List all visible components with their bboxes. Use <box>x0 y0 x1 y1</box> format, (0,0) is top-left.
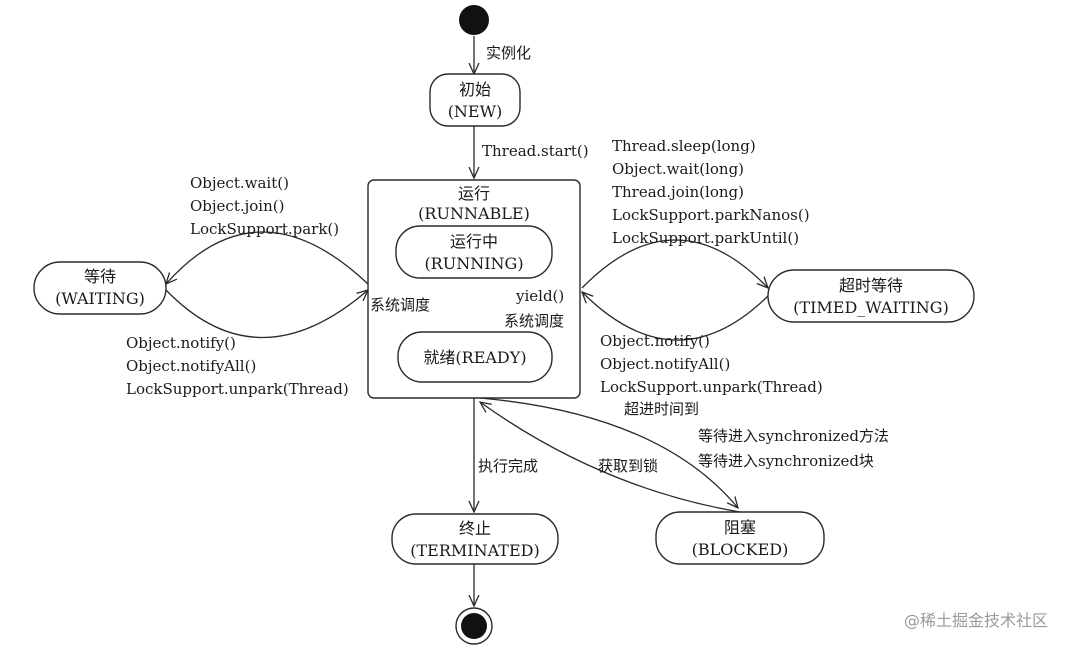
label-start: Thread.start() <box>482 142 589 160</box>
label-from-waiting-2: Object.notifyAll() <box>126 357 256 375</box>
node-runnable-subtitle: (RUNNABLE) <box>418 204 530 223</box>
initial-state-dot <box>459 5 489 35</box>
label-to-waiting-3: LockSupport.park() <box>190 220 339 238</box>
node-timed-waiting-subtitle: (TIMED_WAITING) <box>793 298 949 317</box>
node-runnable-title: 运行 <box>458 184 490 203</box>
node-running-title: 运行中 <box>450 232 498 251</box>
node-new: 初始 (NEW) <box>429 73 521 127</box>
node-waiting-title: 等待 <box>84 267 116 286</box>
label-ready-to-running: 系统调度 <box>370 296 430 314</box>
label-instantiate: 实例化 <box>486 44 531 62</box>
edge-to-timed-waiting <box>581 239 768 288</box>
label-from-timed-waiting-3: LockSupport.unpark(Thread) <box>600 378 823 396</box>
label-from-waiting-1: Object.notify() <box>126 334 236 352</box>
label-to-waiting-1: Object.wait() <box>190 174 289 192</box>
label-running-to-ready-schedule: 系统调度 <box>504 312 564 330</box>
node-new-title: 初始 <box>459 80 491 99</box>
node-waiting-subtitle: (WAITING) <box>55 289 145 308</box>
edge-from-blocked <box>480 402 741 513</box>
edge-from-waiting <box>165 290 368 339</box>
label-yield: yield() <box>515 287 564 305</box>
label-from-timed-waiting-1: Object.notify() <box>600 332 710 350</box>
node-terminated-subtitle: (TERMINATED) <box>410 541 539 560</box>
node-blocked-subtitle: (BLOCKED) <box>692 540 789 559</box>
node-terminated: 终止 (TERMINATED) <box>391 513 559 565</box>
label-finish: 执行完成 <box>478 457 538 475</box>
label-from-blocked: 获取到锁 <box>598 457 658 475</box>
node-new-subtitle: (NEW) <box>448 102 503 121</box>
label-to-timed-waiting-2: Object.wait(long) <box>612 160 744 178</box>
edge-from-timed-waiting <box>582 292 769 341</box>
label-to-waiting-2: Object.join() <box>190 197 284 215</box>
node-ready: 就绪(READY) <box>397 331 553 383</box>
label-to-blocked-2: 等待进入synchronized块 <box>698 452 874 470</box>
node-timed-waiting: 超时等待 (TIMED_WAITING) <box>767 269 975 323</box>
label-to-timed-waiting-3: Thread.join(long) <box>612 183 744 201</box>
label-to-timed-waiting-1: Thread.sleep(long) <box>612 137 756 155</box>
node-running-subtitle: (RUNNING) <box>424 254 523 273</box>
final-state-dot <box>461 613 487 639</box>
node-blocked-title: 阻塞 <box>724 518 756 537</box>
watermark-text: @稀土掘金技术社区 <box>904 611 1048 630</box>
label-to-timed-waiting-5: LockSupport.parkUntil() <box>612 229 799 247</box>
node-terminated-title: 终止 <box>459 519 491 538</box>
label-timeout: 超进时间到 <box>624 400 699 418</box>
node-timed-waiting-title: 超时等待 <box>839 276 903 295</box>
edge-to-waiting <box>166 231 369 284</box>
edge-to-blocked <box>479 397 738 508</box>
node-blocked: 阻塞 (BLOCKED) <box>655 511 825 565</box>
node-waiting: 等待 (WAITING) <box>33 261 167 315</box>
label-from-waiting-3: LockSupport.unpark(Thread) <box>126 380 349 398</box>
label-to-timed-waiting-4: LockSupport.parkNanos() <box>612 206 810 224</box>
label-from-timed-waiting-2: Object.notifyAll() <box>600 355 730 373</box>
label-to-blocked-1: 等待进入synchronized方法 <box>698 427 889 445</box>
node-running: 运行中 (RUNNING) <box>395 225 553 279</box>
node-ready-title: 就绪(READY) <box>423 348 526 367</box>
